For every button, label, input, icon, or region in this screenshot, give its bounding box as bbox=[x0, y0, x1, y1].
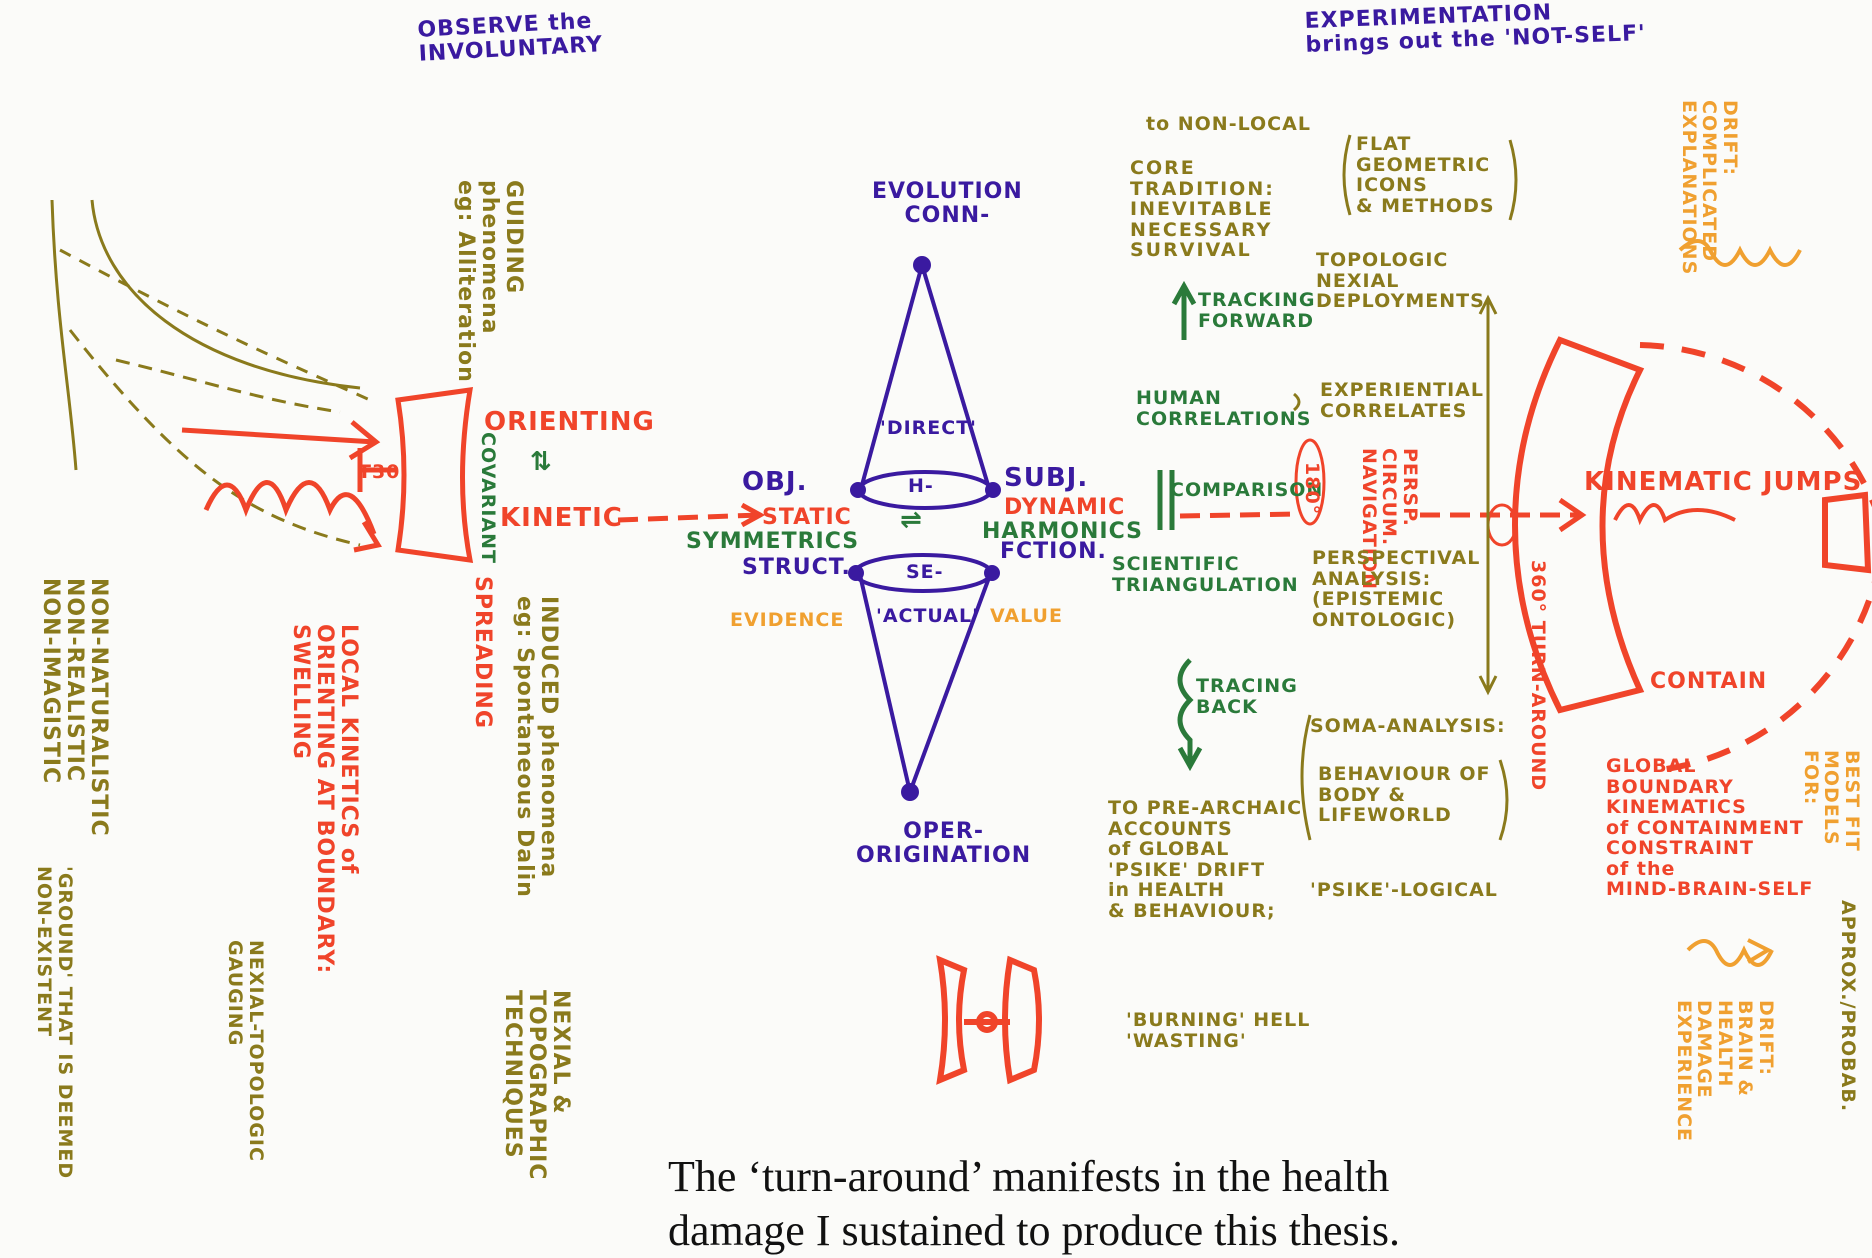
guiding-phenomena-label: GUIDING phenomena eg: Alliteration bbox=[453, 180, 527, 383]
double-cone bbox=[848, 256, 1001, 801]
mind-map-diagram: OBSERVE the INVOLUNTARY EXPERIMENTATION … bbox=[33, 0, 1872, 1255]
h-glyph bbox=[936, 955, 1042, 1085]
human-correlations-label: HUMAN CORRELATIONS bbox=[1136, 387, 1312, 430]
burning-hell-label: 'BURNING' HELL 'WASTING' bbox=[1126, 1009, 1311, 1052]
t30-label: T30 bbox=[358, 461, 401, 483]
approx-probab-label: APPROX./PROBAB. bbox=[1837, 900, 1859, 1113]
tracking-forward-label: TRACKING FORWARD bbox=[1198, 289, 1316, 332]
topologic-nexial-label: TOPOLOGIC NEXIAL DEPLOYMENTS bbox=[1316, 249, 1485, 313]
diagram-drawing bbox=[50, 134, 1872, 1085]
global-boundary-label: GLOBAL BOUNDARY KINEMATICS of CONTAINMEN… bbox=[1606, 755, 1814, 901]
tracing-back-label: TRACING BACK bbox=[1196, 675, 1298, 718]
subj-label: SUBJ. bbox=[1004, 463, 1089, 493]
direct-label: 'DIRECT' bbox=[880, 417, 977, 439]
harmonics-label: HARMONICS bbox=[982, 519, 1143, 544]
fction-label: FCTION. bbox=[1000, 539, 1107, 564]
best-fit-models-label: BEST FIT MODELS FOR: bbox=[1799, 750, 1863, 852]
equilibrium-arrows: ⇌ bbox=[900, 505, 923, 535]
orienting-arrows bbox=[181, 387, 474, 563]
h-label: H- bbox=[908, 475, 934, 497]
comparison-label: COMPARISON bbox=[1170, 479, 1324, 501]
drift-squiggles bbox=[1678, 239, 1802, 967]
orienting-label: ORIENTING bbox=[484, 407, 655, 437]
ground-deemed-label: 'GROUND' THAT IS DEEMED NON-EXISTENT bbox=[33, 866, 76, 1180]
contain-label: CONTAIN bbox=[1650, 669, 1768, 694]
nexial-topologic-label: NEXIAL-TOPOLOGIC GAUGING bbox=[224, 940, 267, 1162]
containment-circle bbox=[1512, 336, 1872, 773]
drift-brain-health-label: DRIFT: BRAIN & HEALTH DAMAGE EXPERIENCE bbox=[1672, 1000, 1777, 1143]
se-label: SE- bbox=[906, 561, 944, 583]
dynamic-label: DYNAMIC bbox=[1004, 495, 1126, 520]
local-kinetics-label: LOCAL KINETICS of ORIENTING AT BOUNDARY:… bbox=[288, 624, 362, 975]
pre-archaic-accounts-label: TO PRE-ARCHAIC ACCOUNTS of GLOBAL 'PSIKE… bbox=[1108, 797, 1303, 922]
core-tradition-label: CORE TRADITION: INEVITABLE NECESSARY SUR… bbox=[1130, 157, 1275, 262]
funnel-shape bbox=[50, 199, 371, 547]
covariant-label: COVARIANT bbox=[477, 432, 499, 564]
value-label: VALUE bbox=[990, 605, 1063, 627]
observe-involuntary-heading: OBSERVE the INVOLUNTARY bbox=[416, 8, 604, 67]
tracking-arrows bbox=[1157, 280, 1203, 772]
behaviour-lifeworld-label: BEHAVIOUR OF BODY & LIFEWORLD bbox=[1318, 763, 1491, 827]
evidence-label: EVIDENCE bbox=[730, 609, 845, 631]
evolution-conn-label: EVOLUTION CONN- bbox=[872, 179, 1023, 228]
nexial-topographic-label: NEXIAL & TOPOGRAPHIC TECHNIQUES bbox=[500, 990, 574, 1181]
perspectival-analysis-label: PERSPECTIVAL ANALYSIS: (EPISTEMIC ONTOLO… bbox=[1312, 547, 1481, 631]
perspectival-arrow bbox=[1293, 134, 1518, 841]
struct-label: STRUCT. bbox=[742, 555, 851, 580]
actual-label: 'ACTUAL' bbox=[876, 605, 979, 627]
soma-analysis-label: SOMA-ANALYSIS: bbox=[1310, 715, 1506, 737]
induced-phenomena-label: INDUCED phenomena eg: Spontaneous Dalin bbox=[512, 596, 561, 898]
orienting-kinetic-arrows: ⇅ bbox=[530, 447, 553, 477]
experiential-correlates-label: EXPERIENTIAL CORRELATES bbox=[1320, 379, 1484, 422]
caption: The ‘turn-around’ manifests in the healt… bbox=[668, 1152, 1400, 1255]
obj-label: OBJ. bbox=[742, 467, 808, 497]
dashed-arrow-left bbox=[617, 502, 766, 528]
non-naturalistic-label: NON-NATURALISTIC NON-REALISTIC NON-IMAGI… bbox=[38, 578, 112, 837]
drift-complicated-label: DRIFT: COMPLICATED EXPLANATIONS bbox=[1677, 100, 1741, 276]
deg-180-label: 180° bbox=[1301, 462, 1323, 516]
turn-around-label: 360° TURN-AROUND bbox=[1527, 560, 1549, 792]
static-label: STATIC bbox=[762, 505, 852, 530]
kinematic-jumps-label: KINEMATIC JUMPS bbox=[1584, 467, 1863, 497]
symmetrics-label: SYMMETRICS bbox=[686, 529, 860, 554]
scientific-triangulation-label: SCIENTIFIC TRIANGULATION bbox=[1112, 553, 1299, 596]
spreading-label: SPREADING bbox=[470, 576, 495, 729]
oper-origination-label: OPER- ORIGINATION bbox=[856, 819, 1032, 868]
psike-logical-label: 'PSIKE'-LOGICAL bbox=[1310, 879, 1498, 901]
to-non-local-label: to NON-LOCAL bbox=[1146, 113, 1311, 135]
kinetic-label: KINETIC bbox=[500, 503, 623, 533]
flat-geometric-label: FLAT GEOMETRIC ICONS & METHODS bbox=[1356, 133, 1495, 217]
